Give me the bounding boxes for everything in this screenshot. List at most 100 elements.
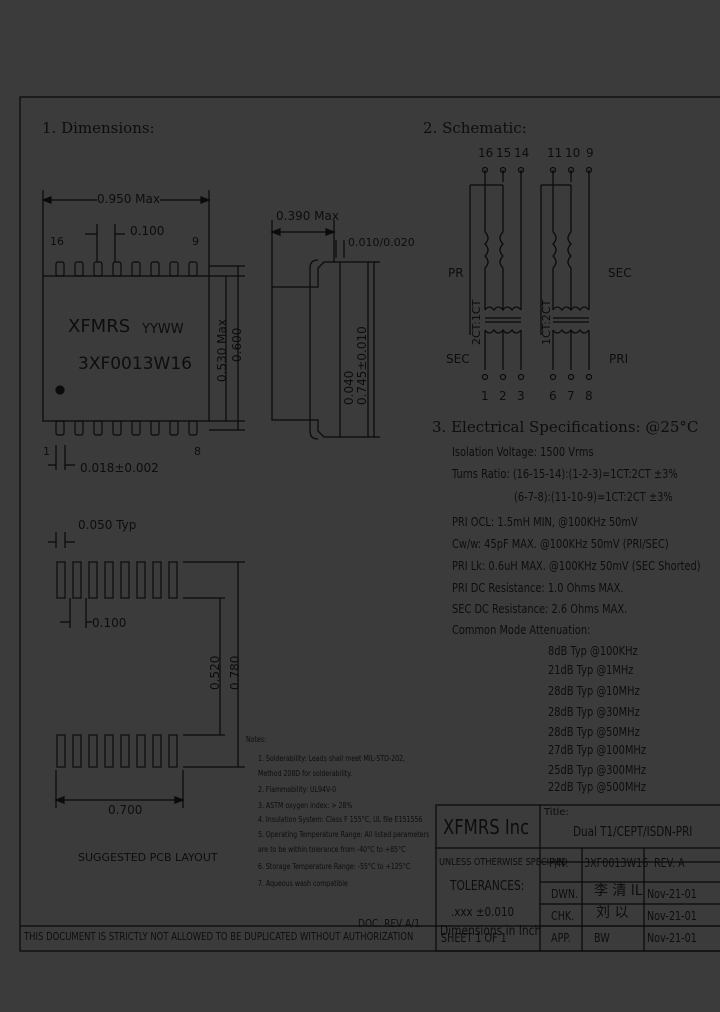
package-lead xyxy=(112,420,122,436)
pin8-label: 8 xyxy=(194,445,201,458)
pin-11-label: 11 xyxy=(547,146,563,160)
pin-2-label: 2 xyxy=(499,389,507,403)
lead-span-label: 0.745±0.010 xyxy=(355,326,369,405)
pin-6-label: 6 xyxy=(549,389,557,403)
package-lead xyxy=(55,261,65,277)
package-lead xyxy=(93,261,103,277)
side-view-body xyxy=(271,261,369,438)
pcb-pad xyxy=(120,734,130,768)
checked-label: CHK. xyxy=(551,909,575,923)
package-lead xyxy=(150,261,160,277)
pcb-pad xyxy=(72,734,82,768)
pcb-pad xyxy=(56,561,66,599)
pin-10-label: 10 xyxy=(565,146,581,160)
pcb-pad xyxy=(72,561,82,599)
spec-cww: Cw/w: 45pF MAX. @100KHz 50mV (PRI/SEC) xyxy=(452,537,669,551)
pcb-pad xyxy=(120,561,130,599)
package-leads xyxy=(55,261,198,436)
pcb-pad xyxy=(152,561,162,599)
schematic-pr-label: PR xyxy=(448,266,464,280)
pcb-pad xyxy=(56,734,66,768)
atten-row: 25dB Typ @300MHz xyxy=(548,763,647,777)
atten-row: 28dB Typ @50MHz xyxy=(548,725,640,739)
spec-sec-dcr: SEC DC Resistance: 2.6 Ohms MAX. xyxy=(452,602,628,616)
schematic-sec-left-label: SEC xyxy=(446,352,470,366)
marking-partnumber: 3XF0013W16 xyxy=(78,354,192,374)
tolerance-value: .xxx ±0.010 xyxy=(451,905,515,919)
drawn-date: Nov-21-01 xyxy=(647,887,697,901)
title-label: Title: xyxy=(544,807,569,818)
row-gap-label: 0.520 xyxy=(208,655,222,690)
ratio-left-label: 2CT:1CT xyxy=(470,299,483,345)
pin1-label: 1 xyxy=(43,445,50,458)
pcb-pad xyxy=(168,561,178,599)
tolerances-label: TOLERANCES: xyxy=(450,879,525,894)
body-600-label: 0.600 xyxy=(230,327,244,362)
pn-label: P/N: xyxy=(549,856,569,870)
lead-width-label: 0.018±0.002 xyxy=(80,461,159,475)
atten-row: 8dB Typ @100KHz xyxy=(548,644,638,658)
pcb-pads xyxy=(56,561,178,768)
spec-turns-ratio-2: (6-7-8):(11-10-9)=1CT:2CT ±3% xyxy=(514,490,673,504)
disclaimer: THIS DOCUMENT IS STRICTLY NOT ALLOWED TO… xyxy=(24,930,414,943)
top-view-body xyxy=(42,275,210,422)
package-lead xyxy=(150,420,160,436)
package-lead xyxy=(169,261,179,277)
marking-yyww: YYWW xyxy=(142,322,184,337)
package-lead xyxy=(188,261,198,277)
drawn-label: DWN. xyxy=(551,887,579,901)
lead-thickness-label: 0.010/0.020 xyxy=(348,236,415,249)
dimensions-unit: Dimensions in Inch xyxy=(440,924,542,939)
notes-heading: Notes: xyxy=(246,735,267,744)
note-line: 4. Insulation System: Class F 155°C, UL … xyxy=(258,815,423,824)
pin-14-label: 14 xyxy=(514,146,530,160)
package-lead xyxy=(131,420,141,436)
package-lead xyxy=(188,420,198,436)
atten-row: 22dB Typ @500MHz xyxy=(548,780,647,794)
height-max-label: 0.390 Max xyxy=(276,209,339,223)
pad-pitch-label: 0.100 xyxy=(92,616,127,630)
atten-row: 27dB Typ @100MHz xyxy=(548,743,647,757)
electrical-heading: 3. Electrical Specifications: @25°C xyxy=(432,418,699,436)
package-lead xyxy=(74,261,84,277)
pcb-pad xyxy=(136,734,146,768)
schematic-sec-right-label: SEC xyxy=(608,266,632,280)
marking-xfmrs: XFMRS xyxy=(68,316,131,337)
pin-7-label: 7 xyxy=(567,389,575,403)
pin16-label: 16 xyxy=(50,235,64,248)
dimensions-heading: 1. Dimensions: xyxy=(42,119,155,137)
schematic-heading: 2. Schematic: xyxy=(423,119,527,137)
pcb-width-label: 0.700 xyxy=(108,803,143,817)
spec-pri-dcr: PRI DC Resistance: 1.0 Ohms MAX. xyxy=(452,581,624,595)
pin1-dot xyxy=(55,385,65,395)
checked-signature: 刘 以 xyxy=(596,905,629,921)
package-lead xyxy=(74,420,84,436)
approved-signature: BW xyxy=(594,931,610,945)
pin-3-label: 3 xyxy=(517,389,525,403)
pin-8-label: 8 xyxy=(585,389,593,403)
pin-9-label: 9 xyxy=(586,146,594,160)
note-line: 3. ASTM oxygen index: > 28% xyxy=(258,801,353,810)
pad-width-label: 0.050 Typ xyxy=(78,518,137,532)
spec-isolation: Isolation Voltage: 1500 Vrms xyxy=(452,445,594,459)
note-line: Method 208D for solderability. xyxy=(258,769,353,778)
company-name: XFMRS Inc xyxy=(443,815,530,839)
pin-16-label: 16 xyxy=(478,146,494,160)
note-line: 7. Aqueous wash compatible xyxy=(258,879,348,888)
drawn-signature: 李 清 lL xyxy=(594,883,643,899)
doc-revision: DOC. REV A/1 xyxy=(358,917,421,930)
package-lead xyxy=(112,261,122,277)
pcb-pad xyxy=(88,561,98,599)
schematic-pri-right-label: PRI xyxy=(609,352,629,366)
body-530-label: 0.530 Max xyxy=(215,319,229,382)
pcb-pad xyxy=(136,561,146,599)
package-lead xyxy=(169,420,179,436)
note-line: are to be within tolerance from -40°C to… xyxy=(258,845,406,854)
pcb-pad xyxy=(88,734,98,768)
atten-row: 28dB Typ @10MHz xyxy=(548,684,640,698)
atten-row: 21dB Typ @1MHz xyxy=(548,663,634,677)
pcb-pad xyxy=(168,734,178,768)
note-line: 6. Storage Temperature Range: -55°C to +… xyxy=(258,862,411,871)
title-block-frame xyxy=(435,804,720,952)
